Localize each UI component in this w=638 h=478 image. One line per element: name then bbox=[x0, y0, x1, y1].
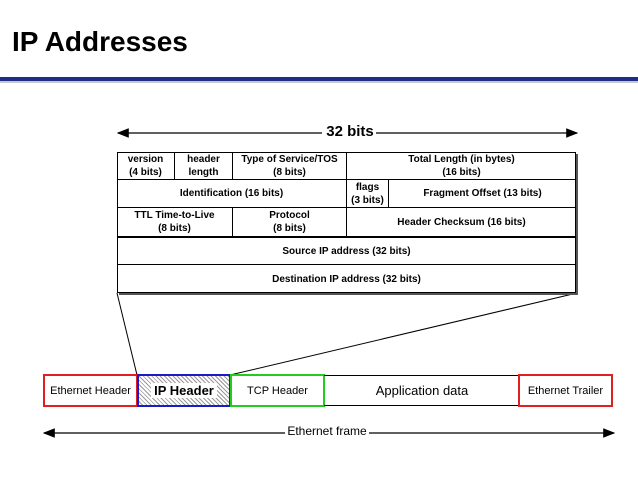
field-fragment-offset: Fragment Offset (13 bits) bbox=[423, 188, 542, 199]
ethernet-header-label: Ethernet Header bbox=[50, 384, 131, 397]
col-divider bbox=[346, 179, 347, 207]
title-underline bbox=[0, 77, 638, 81]
field-type-of-service: Type of Service/TOS (8 bits) bbox=[241, 153, 338, 178]
row-divider bbox=[117, 236, 576, 238]
header-width-label: 32 bits bbox=[326, 123, 374, 140]
field-identification: Identification (16 bits) bbox=[179, 188, 284, 199]
ethernet-trailer-box: Ethernet Trailer bbox=[518, 374, 613, 407]
col-divider bbox=[346, 152, 347, 179]
ip-header-box: IP Header bbox=[137, 374, 231, 407]
ethernet-trailer-label: Ethernet Trailer bbox=[527, 384, 604, 397]
ethernet-header-box: Ethernet Header bbox=[43, 374, 138, 407]
col-divider bbox=[388, 179, 389, 207]
row-divider bbox=[117, 264, 576, 265]
ip-header-label: IP Header bbox=[151, 383, 217, 398]
page-title: IP Addresses bbox=[12, 26, 188, 57]
field-ttl: TTL Time-to-Live (8 bits) bbox=[134, 210, 215, 234]
application-data-label: Application data bbox=[375, 383, 469, 398]
title-underline-shadow bbox=[0, 81, 638, 83]
field-header-checksum: Header Checksum (16 bits) bbox=[397, 216, 526, 228]
col-divider bbox=[174, 152, 175, 179]
field-destination-ip: Destination IP address (32 bits) bbox=[272, 273, 421, 285]
field-protocol: Protocol (8 bits) bbox=[269, 210, 310, 234]
tcp-header-label: TCP Header bbox=[247, 384, 308, 397]
field-source-ip: Source IP address (32 bits) bbox=[282, 245, 411, 257]
application-data-box: Application data bbox=[324, 375, 520, 406]
field-total-length: Total Length (in bytes) (16 bits) bbox=[408, 153, 515, 178]
ethernet-frame-label: Ethernet frame bbox=[285, 424, 369, 438]
field-flags: flags (3 bits) bbox=[351, 181, 384, 206]
col-divider bbox=[346, 207, 347, 236]
col-divider bbox=[232, 152, 233, 179]
field-header-length: header length bbox=[187, 153, 220, 178]
field-version: version (4 bits) bbox=[127, 153, 164, 178]
col-divider bbox=[232, 207, 233, 236]
tcp-header-box: TCP Header bbox=[230, 374, 325, 407]
